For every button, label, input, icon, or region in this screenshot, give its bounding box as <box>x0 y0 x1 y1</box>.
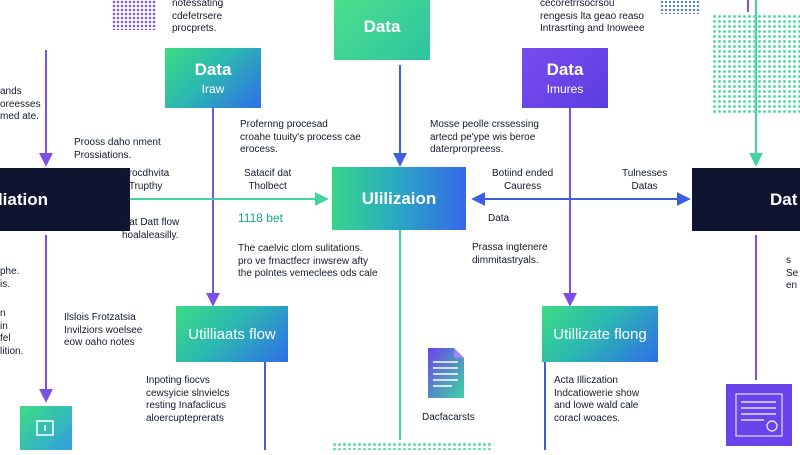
label-right-mid-a: Botiind ended Cauress <box>492 168 554 192</box>
label-left-mid-a: Procdhvita Trupthy <box>122 168 170 192</box>
node-data-top-title: Data <box>363 17 401 36</box>
node-flow-left-title: Utilliaats flow <box>188 325 276 343</box>
label-top-right: cecoretrrsocrsou rengesis lta geao reaso… <box>540 0 645 34</box>
node-data-left-subtitle: Iraw <box>201 82 225 96</box>
node-data-left-title: Data <box>194 60 232 79</box>
dot-pattern-bottom-center <box>332 442 492 450</box>
label-left-process: Prooss daho nment Prossiations. <box>74 137 161 161</box>
label-far-left-mid: phe. is. <box>0 266 20 290</box>
label-far-left-top: ands oreesses med ate. <box>0 86 41 122</box>
node-utilization-left[interactable]: iliation <box>0 168 130 231</box>
label-far-left-low: n in fel lition. <box>0 308 24 357</box>
node-data-right[interactable]: Data Imures <box>522 48 608 108</box>
dot-pattern-top-left <box>112 0 156 30</box>
label-right-mid-text: Prassa ingtenere dimmitastryals. <box>472 242 548 266</box>
app-icon[interactable] <box>20 406 72 450</box>
label-bottom-left-text: Inpoting fiocvs cewsyicie slnvielcs rest… <box>146 375 230 424</box>
node-data-right-title: Data <box>546 60 584 79</box>
label-center-metric: 1118 bet <box>238 211 283 225</box>
label-bottom-right-text: Acta Illiczation Indcatiowerie show and … <box>554 375 640 424</box>
label-far-right-mid: s Se en <box>786 255 799 291</box>
label-left-mid-b: Satacif dat Tholbect <box>244 168 292 192</box>
node-utilization-center[interactable]: Ulilizaion <box>332 167 466 230</box>
node-utilization-center-title: Ulilizaion <box>361 188 437 208</box>
label-right-mid-b: Tulnesses Datas <box>622 168 668 192</box>
document-icon[interactable] <box>426 346 466 400</box>
label-center-top-left: Profernng procesad croahe tuuity's proce… <box>240 119 361 155</box>
label-left-low-text: Ilslois Frotzatsia Invilziors woelsee eo… <box>64 312 143 348</box>
label-doc-caption: Dacfacarsts <box>422 412 475 423</box>
node-data-left[interactable]: Data Iraw <box>165 48 261 108</box>
label-center-mid-text: The caelvic clom sulitations. pro ve frn… <box>238 243 378 279</box>
node-utilization-left-title: iliation <box>0 189 48 209</box>
node-data-top[interactable]: Data <box>334 0 430 60</box>
node-data-far-right[interactable]: Dat <box>692 168 800 231</box>
node-flow-right-title: Utillizate flong <box>553 325 647 343</box>
node-flow-left[interactable]: Utilliaats flow <box>176 306 288 362</box>
label-center-top-right: Mosse peolle crssessing artecd pe'ype wi… <box>430 119 539 155</box>
dot-pattern-top-right <box>712 14 800 114</box>
node-flow-right[interactable]: Utillizate flong <box>542 306 658 362</box>
node-data-far-right-title: Dat <box>770 189 798 209</box>
label-center-data: Data <box>488 213 510 224</box>
node-data-right-subtitle: Imures <box>546 82 584 96</box>
label-left-flow-text: Dat Datt flow hoalaleasilly. <box>122 217 180 241</box>
label-top-left: notessating cdefetrsere procprets. <box>172 0 224 34</box>
document-icon-right[interactable] <box>726 384 792 446</box>
dot-pattern-top-right-blue <box>660 0 700 14</box>
